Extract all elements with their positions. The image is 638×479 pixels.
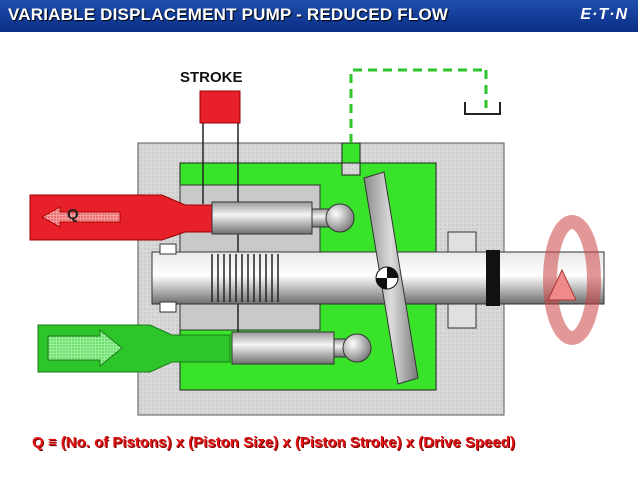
flow-formula: Q ≡ (No. of Pistons) x (Piston Size) x (… xyxy=(32,434,515,451)
stroke-label: STROKE xyxy=(180,69,243,86)
flow-label: Q xyxy=(67,206,79,223)
slide-title: VARIABLE DISPLACEMENT PUMP - REDUCED FLO… xyxy=(8,5,449,24)
piston-top xyxy=(211,201,313,235)
piston-shoe-top xyxy=(325,203,355,233)
title-bar: VARIABLE DISPLACEMENT PUMP - REDUCED FLO… xyxy=(0,0,638,32)
case-drain-port xyxy=(341,142,361,164)
pump-diagram xyxy=(29,68,605,416)
rotation-arrow-icon xyxy=(543,215,601,345)
arrow-right-icon xyxy=(47,328,123,368)
bearing-left-bottom xyxy=(159,301,177,313)
stroke-indicator xyxy=(199,90,241,124)
reservoir-icon xyxy=(464,102,501,115)
bearing-right-top xyxy=(447,231,477,253)
piston-bottom xyxy=(231,331,335,365)
shaft-splines xyxy=(211,254,279,302)
arrow-left-icon xyxy=(40,206,121,228)
bearing-right-bottom xyxy=(447,303,477,329)
eaton-logo: E·T·N xyxy=(580,6,628,23)
bearing-left-top xyxy=(159,243,177,255)
shaft-seal xyxy=(486,250,500,306)
piston-shoe-bottom xyxy=(342,333,372,363)
